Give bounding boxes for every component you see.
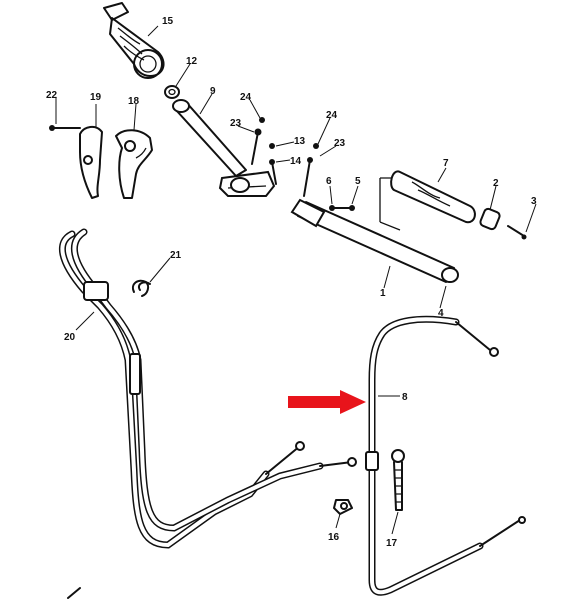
left-clamp [218, 170, 276, 197]
callout-4: 4 [438, 308, 444, 319]
callout-22: 22 [46, 90, 58, 101]
callout-19: 19 [90, 92, 102, 103]
bolts-left-clamp [251, 117, 295, 185]
callout-23-right: 23 [334, 138, 346, 149]
callout-20: 20 [64, 332, 76, 343]
leader-lines [55, 25, 537, 535]
callout-24-right: 24 [326, 110, 338, 121]
callout-8: 8 [402, 392, 408, 403]
callout-7: 7 [443, 158, 449, 169]
callout-16: 16 [328, 532, 340, 543]
cable-clip-part-16 [333, 499, 353, 515]
switch-housing-parts-18-19 [49, 125, 153, 199]
callout-1: 1 [380, 288, 386, 299]
throttle-cables-left [59, 228, 357, 549]
callout-18: 18 [128, 96, 140, 107]
callout-6: 6 [326, 176, 332, 187]
throttle-grip-part-15 [103, 2, 165, 79]
callout-2: 2 [493, 178, 499, 189]
bar-end-parts-2-3 [479, 207, 527, 240]
right-cable-part-8 [365, 315, 526, 596]
right-handlebar-part-1 [290, 143, 459, 283]
cable-clip-part-21 [132, 279, 151, 297]
left-handlebar-part-9 [172, 99, 247, 177]
callout-24-left: 24 [240, 92, 252, 103]
callout-5: 5 [355, 176, 361, 187]
callout-labels: 15 12 9 22 19 18 24 23 13 14 24 23 6 5 7… [46, 16, 537, 549]
callout-9: 9 [210, 86, 216, 97]
partial-part-bottom [67, 587, 81, 599]
callout-12: 12 [186, 56, 198, 67]
callout-13: 13 [294, 136, 306, 147]
callout-3: 3 [531, 196, 537, 207]
adjuster-bolt-part-17 [391, 449, 405, 511]
assembly-bracket-lines [379, 177, 401, 231]
highlight-arrow [288, 390, 366, 414]
callout-23-left: 23 [230, 118, 242, 129]
callout-17: 17 [386, 538, 398, 549]
callout-14: 14 [290, 156, 302, 167]
collar-part-12 [164, 85, 180, 99]
callout-15: 15 [162, 16, 174, 27]
callout-21: 21 [170, 250, 182, 261]
right-grip-part-7 [390, 170, 476, 224]
